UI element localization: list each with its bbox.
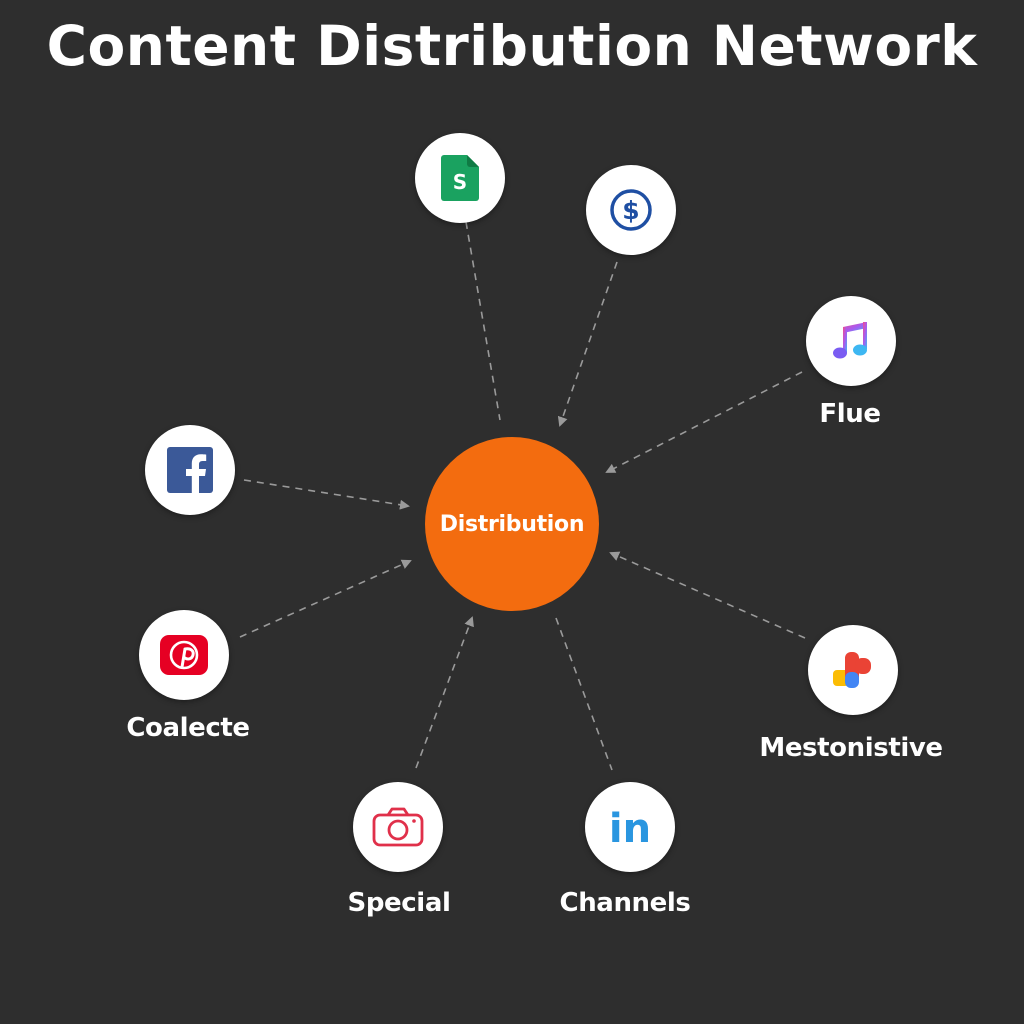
node-linkedin-label: Channels [559,888,691,918]
facebook-icon [167,447,213,493]
node-camera-label: Special [347,888,451,918]
connector-facebook [243,479,410,510]
node-linkedin[interactable]: in [585,782,675,872]
pinterest-icon [160,635,208,675]
svg-text:in: in [609,806,651,849]
page-title: Content Distribution Network [46,14,978,78]
node-google-play[interactable] [808,625,898,715]
sheets-icon: S [441,155,479,201]
camera-icon [372,807,424,847]
svg-text:S: S [453,170,467,194]
connector-google-play [609,551,806,639]
node-dollar[interactable]: $ [586,165,676,255]
connector-dollar [557,261,618,427]
connector-linkedin [555,617,613,771]
node-facebook[interactable] [145,425,235,515]
connector-camera [415,616,474,769]
connector-sheets [465,221,501,421]
connector-music [605,371,803,473]
google-play-icon [833,652,871,688]
music-icon [833,322,867,359]
node-music-label: Flue [819,399,881,429]
node-pinterest[interactable] [139,610,229,700]
svg-text:$: $ [622,196,639,225]
node-google-play-label: Mestonistive [759,733,943,763]
node-sheets[interactable]: S [415,133,505,223]
node-pinterest-label: Coalecte [126,713,250,743]
node-camera[interactable] [353,782,443,872]
linkedin-icon: in [609,806,651,849]
hub-label: Distribution [439,511,585,537]
node-music[interactable] [806,296,896,386]
connector-pinterest [239,559,412,638]
distribution-hub[interactable]: Distribution [425,437,599,611]
dollar-icon: $ [610,189,652,231]
